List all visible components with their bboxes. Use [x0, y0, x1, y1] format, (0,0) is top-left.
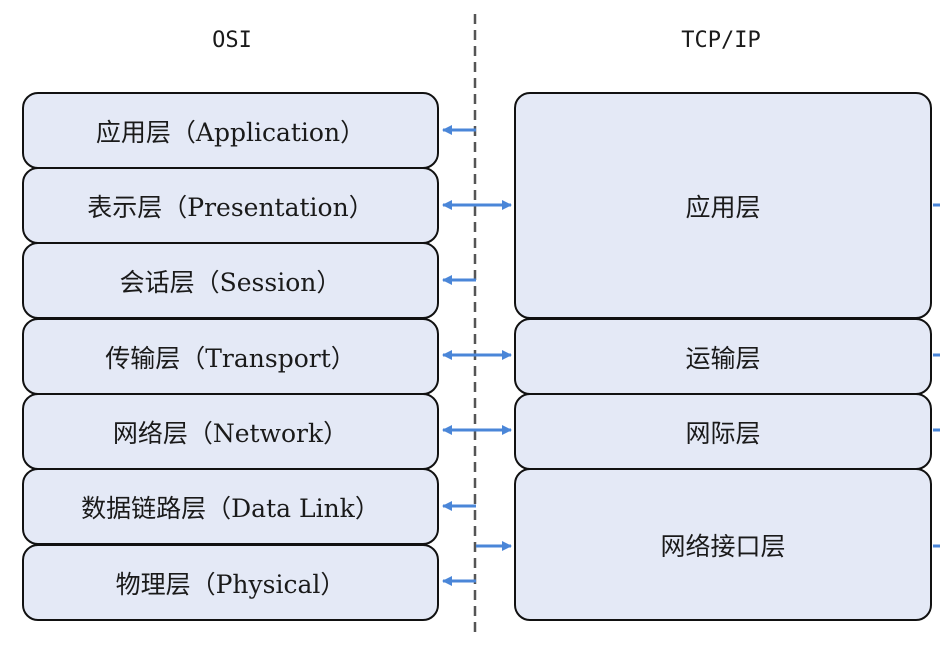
tcpip-layer-transport: 运输层 — [514, 318, 932, 395]
tcpip-title: TCP/IP — [681, 28, 761, 53]
osi-layer-physical: 物理层（Physical） — [22, 544, 439, 621]
osi-layer-datalink: 数据链路层（Data Link） — [22, 468, 439, 545]
tcpip-layer-network-interface: 网络接口层 — [514, 468, 932, 621]
tcpip-layer-internet: 网际层 — [514, 393, 932, 470]
osi-layer-application: 应用层（Application） — [22, 92, 439, 169]
osi-title: OSI — [212, 28, 252, 53]
osi-layer-presentation: 表示层（Presentation） — [22, 167, 439, 244]
osi-layer-transport: 传输层（Transport） — [22, 318, 439, 395]
osi-layer-session: 会话层（Session） — [22, 242, 439, 319]
osi-layer-network: 网络层（Network） — [22, 393, 439, 470]
tcpip-layer-application: 应用层 — [514, 92, 932, 319]
